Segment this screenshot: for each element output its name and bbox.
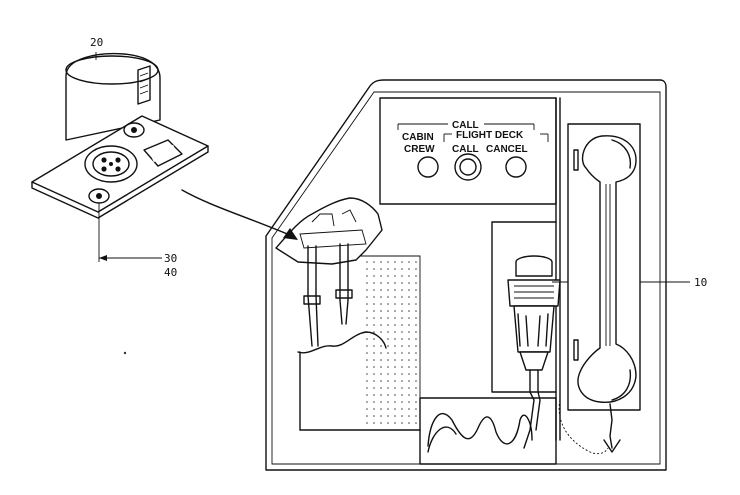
connector-latch (137, 65, 151, 105)
handset[interactable] (567, 123, 641, 453)
headset-plug[interactable] (507, 255, 561, 449)
connector-cylinder-top (65, 55, 159, 85)
cabin-crew-label-1: CABIN (402, 132, 434, 143)
cord-tray (419, 397, 557, 465)
callout-20: 20 (90, 36, 103, 49)
callout-10: 10 (694, 276, 707, 289)
socket-rim (84, 145, 138, 183)
callout-40: 40 (164, 266, 177, 279)
cancel-button[interactable] (505, 156, 527, 178)
handset-panel: CALL CABIN CREW FLIGHT DECK CALL CANCEL (265, 79, 707, 471)
detail-arrow (181, 189, 298, 240)
push-tab[interactable] (143, 139, 183, 167)
cancel-button-label: CANCEL (486, 144, 528, 155)
cabin-crew-button[interactable] (417, 156, 439, 178)
panel-housing (265, 79, 667, 471)
call-button-label: CALL (452, 144, 479, 155)
cutaway-outline (275, 197, 383, 265)
flight-deck-call-button[interactable] (454, 153, 482, 181)
flight-deck-label: FLIGHT DECK (456, 130, 524, 141)
insulation-pattern (360, 255, 421, 430)
connector-detail: PUSH 20 30 40 (31, 36, 209, 279)
call-group-label: CALL (452, 120, 479, 131)
socket-face (92, 151, 130, 177)
mounting-plate (31, 115, 209, 213)
screw-hole-top (123, 122, 145, 138)
cabin-crew-label-2: CREW (404, 144, 435, 155)
callout-30: 30 (164, 252, 177, 265)
coiled-cord (427, 413, 533, 447)
